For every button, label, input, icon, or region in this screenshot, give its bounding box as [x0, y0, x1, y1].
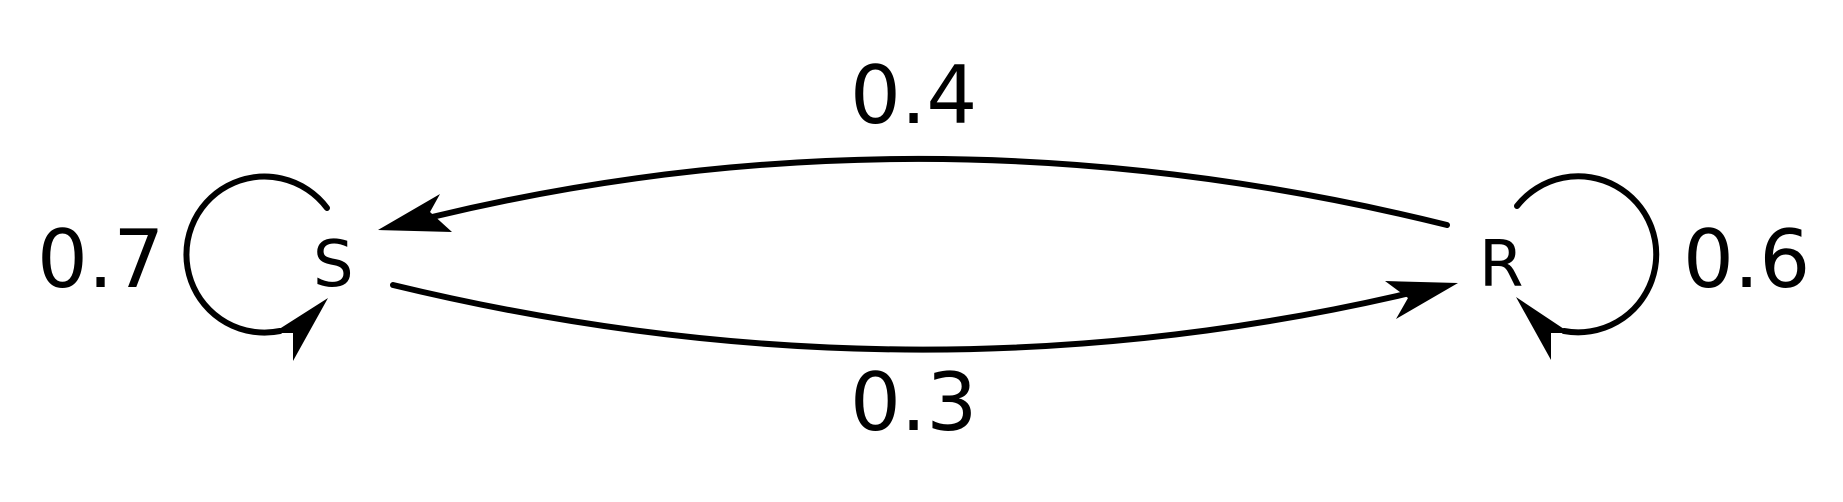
- node-r-label: R: [1479, 228, 1523, 302]
- edge-s-to-s-loop: [183, 173, 330, 336]
- edge-s-to-r-line: [390, 282, 1413, 353]
- edge-s-to-s-label: 0.7: [37, 213, 164, 306]
- edge-r-to-s: [378, 155, 1450, 232]
- edge-s-to-r-label: 0.3: [850, 356, 977, 449]
- edge-r-to-s-line: [429, 155, 1450, 228]
- edge-s-to-r-arrowhead: [1385, 281, 1458, 319]
- edge-s-to-s: [183, 173, 330, 361]
- edge-r-to-r-label: 0.6: [1683, 213, 1810, 306]
- edge-r-to-s-label: 0.4: [850, 49, 977, 142]
- edge-r-to-s-arrowhead: [378, 194, 452, 232]
- edge-s-to-r: [390, 281, 1458, 353]
- node-s-label: S: [313, 228, 354, 302]
- edge-r-to-r-arrowhead: [1516, 297, 1570, 360]
- edge-r-to-r-loop: [1514, 173, 1660, 336]
- edge-r-to-r: [1514, 173, 1660, 360]
- edge-s-to-s-arrowhead: [273, 298, 328, 361]
